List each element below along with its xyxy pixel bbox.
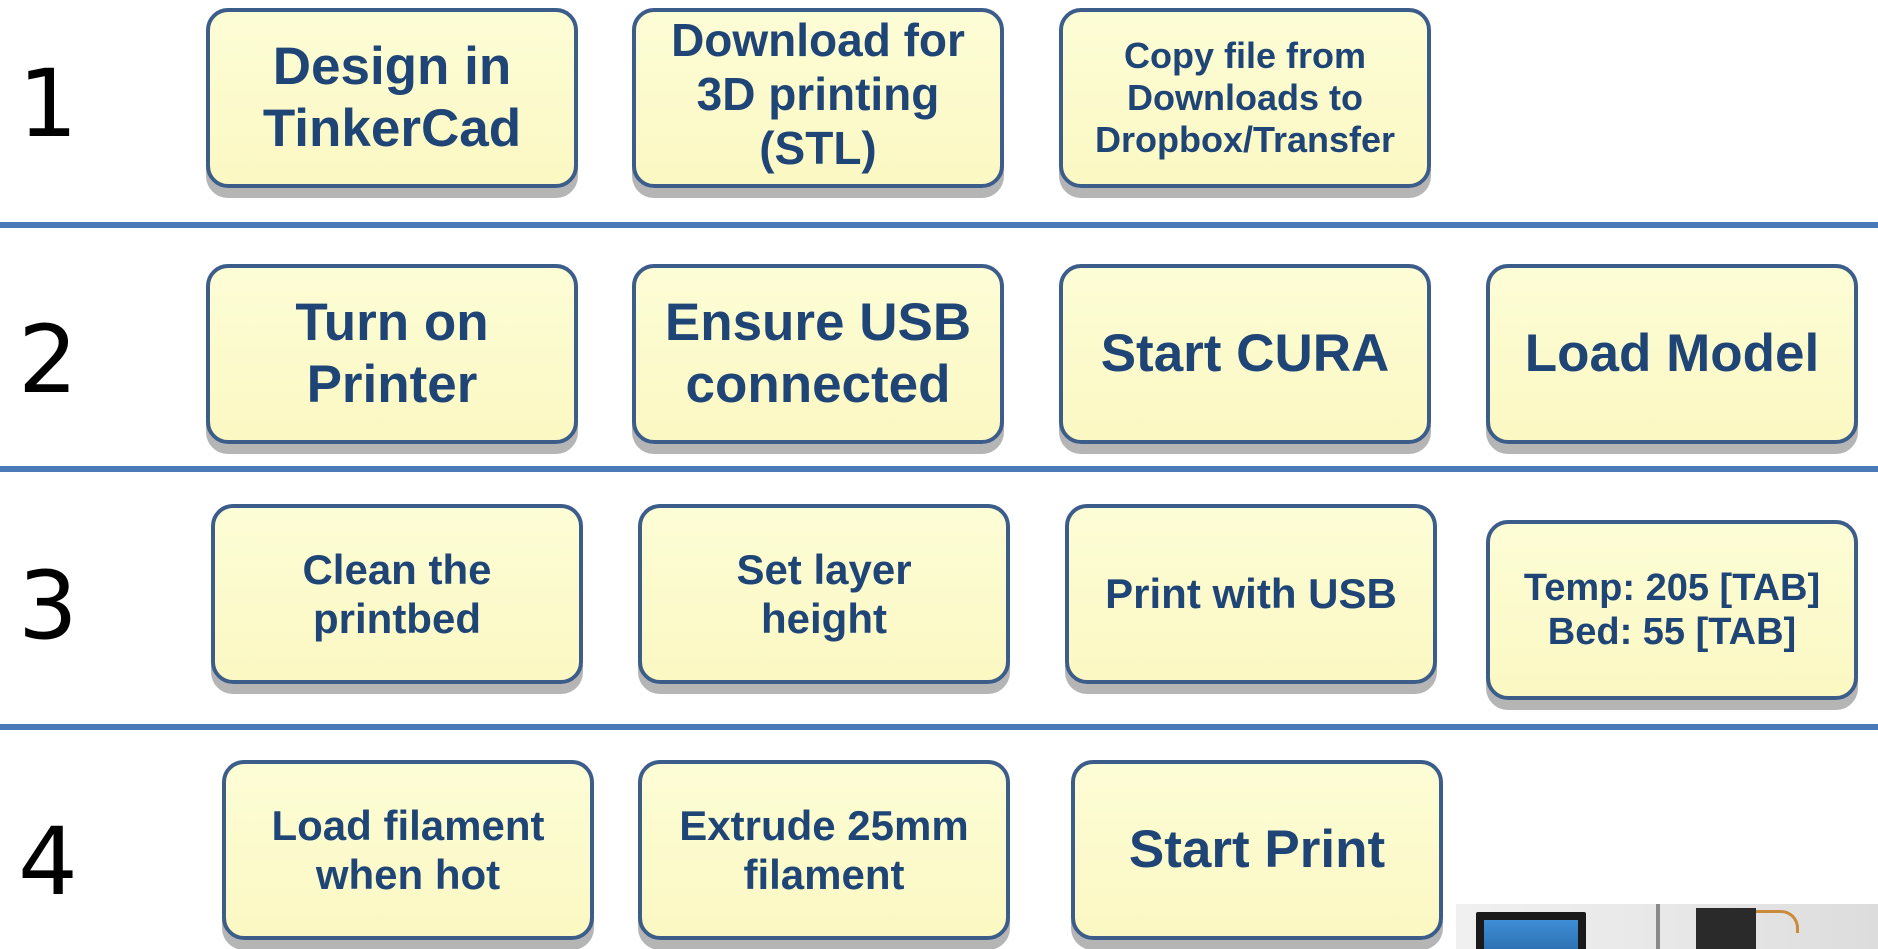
step-temp-bed-settings: Temp: 205 [TAB] Bed: 55 [TAB] [1486, 520, 1858, 700]
step-extrude-25mm-filament: Extrude 25mm filament [638, 760, 1010, 940]
step-load-filament-when-hot: Load filament when hot [222, 760, 594, 940]
step-load-model: Load Model [1486, 264, 1858, 444]
step-set-layer-height: Set layer height [638, 504, 1010, 684]
row-divider-3 [0, 724, 1878, 730]
step-design-in-tinkercad: Design in TinkerCad [206, 8, 578, 188]
monitor-screen [1484, 920, 1578, 949]
row-number-3: 3 [18, 552, 78, 661]
printer-setup-photo [1456, 904, 1878, 949]
row-divider-2 [0, 466, 1878, 472]
step-turn-on-printer: Turn on Printer [206, 264, 578, 444]
printer-icon [1696, 908, 1756, 949]
step-start-print: Start Print [1071, 760, 1443, 940]
step-start-cura: Start CURA [1059, 264, 1431, 444]
step-download-stl: Download for 3D printing (STL) [632, 8, 1004, 188]
printer-rod [1656, 904, 1660, 949]
step-print-with-usb: Print with USB [1065, 504, 1437, 684]
step-clean-printbed: Clean the printbed [211, 504, 583, 684]
monitor-icon [1476, 912, 1586, 949]
printer-wire [1756, 910, 1799, 933]
step-ensure-usb-connected: Ensure USB connected [632, 264, 1004, 444]
row-number-2: 2 [18, 306, 78, 415]
row-number-4: 4 [18, 808, 78, 917]
row-divider-1 [0, 222, 1878, 228]
row-number-1: 1 [18, 50, 78, 159]
step-copy-file-to-dropbox: Copy file from Downloads to Dropbox/Tran… [1059, 8, 1431, 188]
